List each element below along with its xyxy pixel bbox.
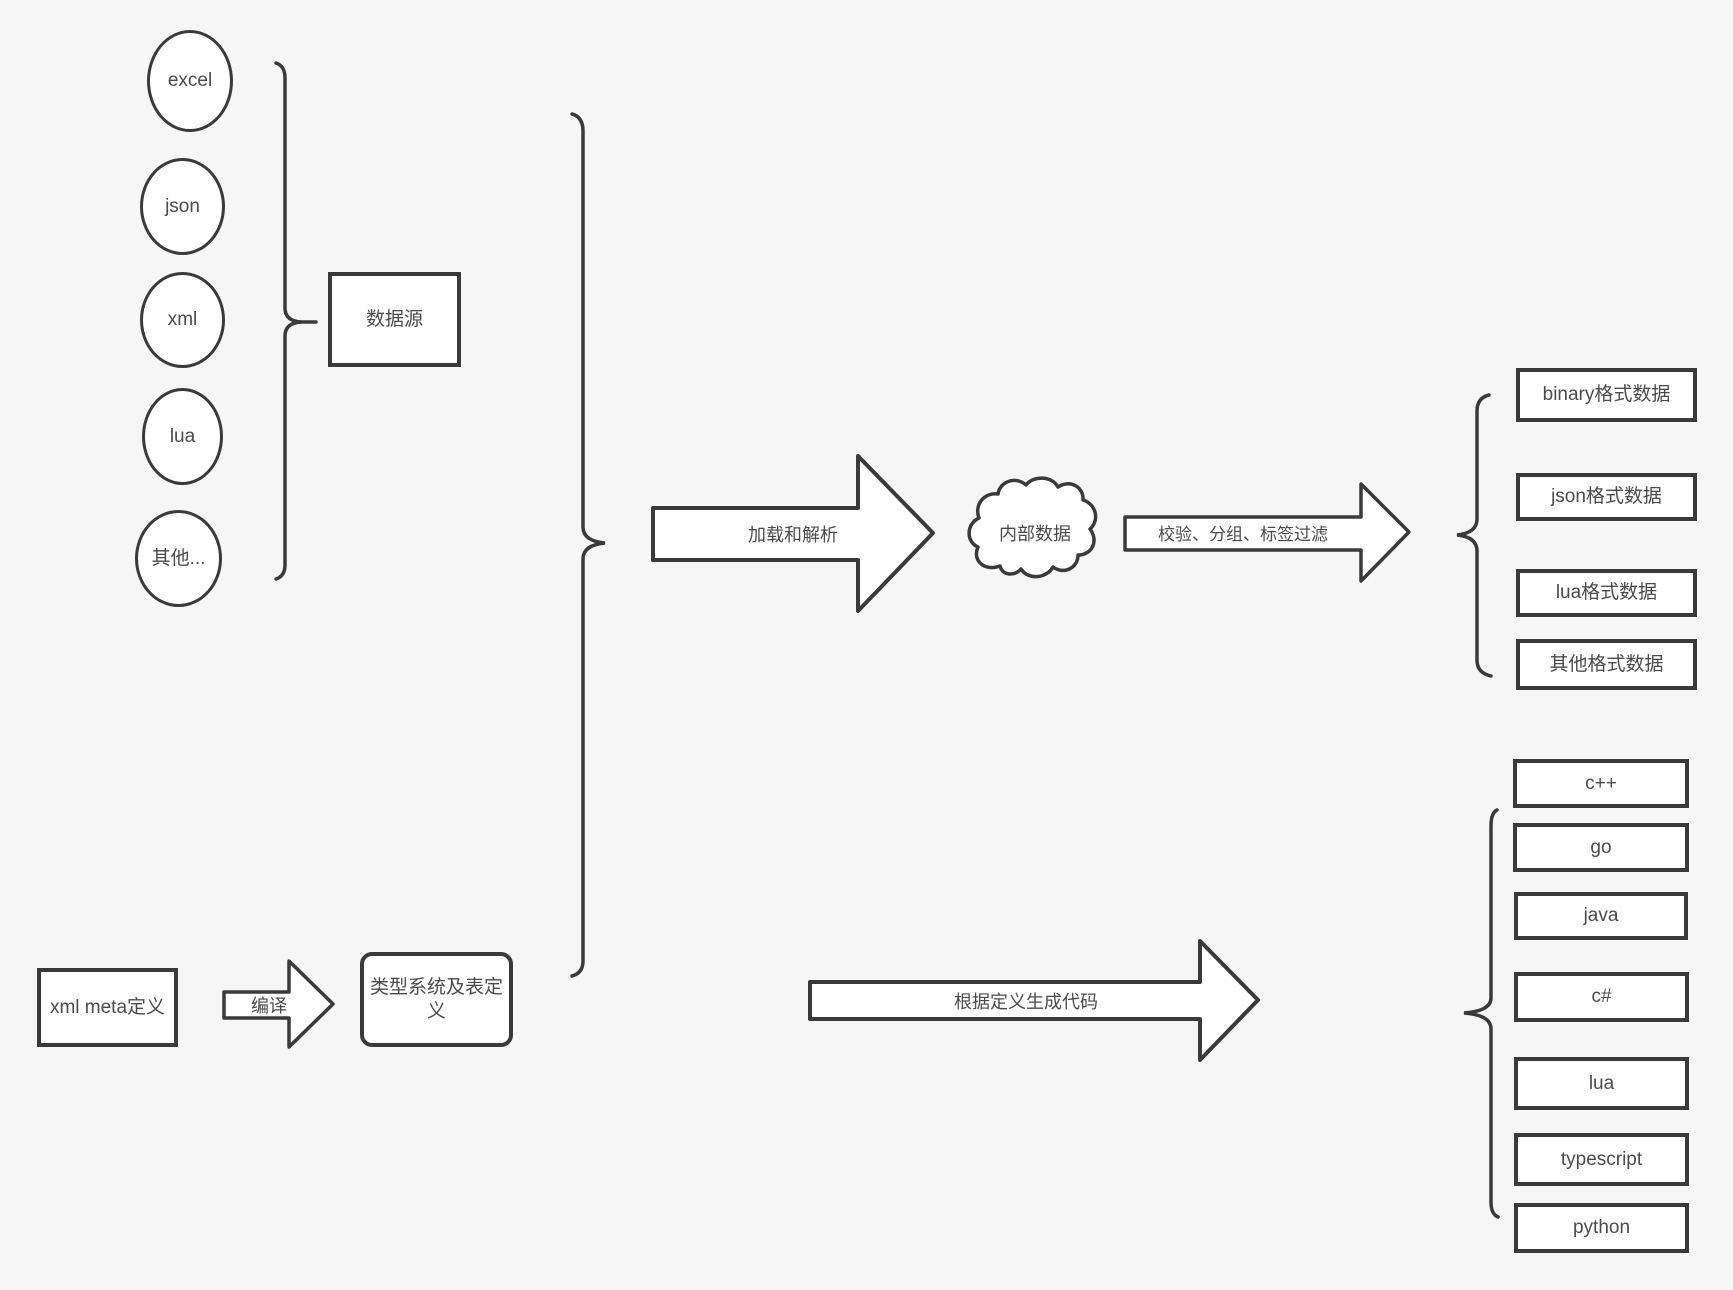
brace-source-group [274, 61, 302, 581]
arrow-filter-label: 校验、分组、标签过滤 [1158, 524, 1328, 544]
source-node-lua-label: lua [169, 425, 196, 447]
output-box-binary: binary格式数据 [1516, 368, 1697, 422]
lang-box-go: go [1513, 823, 1689, 872]
lang-box-csharp: c# [1514, 972, 1689, 1022]
lang-box-java-label: java [1583, 905, 1619, 927]
arrow-compile [222, 959, 335, 1049]
datasource-box-label: 数据源 [365, 308, 423, 330]
lang-box-java: java [1514, 892, 1688, 940]
output-box-lua-label: lua格式数据 [1555, 582, 1658, 604]
arrow-load-parse-label: 加载和解析 [748, 524, 838, 545]
output-box-others: 其他格式数据 [1516, 639, 1697, 690]
arrow-compile-label: 编译 [251, 996, 287, 1016]
source-node-lua: lua [142, 388, 223, 485]
lang-box-cpp: c++ [1513, 759, 1689, 808]
arrow-load-parse [651, 454, 935, 613]
source-node-json: json [140, 158, 225, 255]
lang-box-lua: lua [1514, 1057, 1689, 1110]
cloud-internal-data [967, 476, 1098, 579]
output-box-json: json格式数据 [1516, 473, 1697, 521]
arrow-codegen-label: 根据定义生成代码 [954, 991, 1098, 1012]
lang-box-python: python [1514, 1203, 1689, 1253]
arrow-codegen [808, 939, 1260, 1062]
lang-box-cpp-label: c++ [1585, 772, 1617, 794]
lang-box-csharp-label: c# [1591, 986, 1612, 1008]
xml-meta-box: xml meta定义 [37, 968, 178, 1047]
lang-box-typescript-label: typescript [1560, 1148, 1643, 1170]
source-node-excel: excel [147, 30, 233, 132]
arrow-filter [1123, 482, 1411, 583]
source-node-excel-label: excel [167, 70, 213, 92]
type-system-box-label: 类型系统及表定义 [370, 976, 504, 1022]
brace-data-formats [1456, 393, 1493, 678]
output-box-others-label: 其他格式数据 [1549, 653, 1664, 675]
brace-definitions-group [570, 112, 606, 978]
output-box-lua: lua格式数据 [1516, 569, 1697, 617]
datasource-box: 数据源 [328, 272, 461, 367]
output-box-json-label: json格式数据 [1551, 486, 1662, 508]
lang-box-typescript: typescript [1514, 1133, 1689, 1186]
type-system-box: 类型系统及表定义 [360, 952, 513, 1047]
source-node-xml-label: xml [167, 309, 198, 331]
source-node-others-label: 其他... [151, 547, 206, 569]
source-node-xml: xml [140, 272, 225, 368]
brace-languages [1463, 808, 1500, 1219]
lang-box-lua-label: lua [1588, 1072, 1615, 1094]
lang-box-python-label: python [1572, 1217, 1631, 1239]
output-box-binary-label: binary格式数据 [1542, 384, 1671, 406]
source-node-others: 其他... [135, 510, 222, 607]
source-node-json-label: json [165, 195, 200, 217]
cloud-internal-data-label: 内部数据 [999, 523, 1071, 544]
xml-meta-box-label: xml meta定义 [49, 996, 166, 1018]
lang-box-go-label: go [1590, 836, 1612, 858]
